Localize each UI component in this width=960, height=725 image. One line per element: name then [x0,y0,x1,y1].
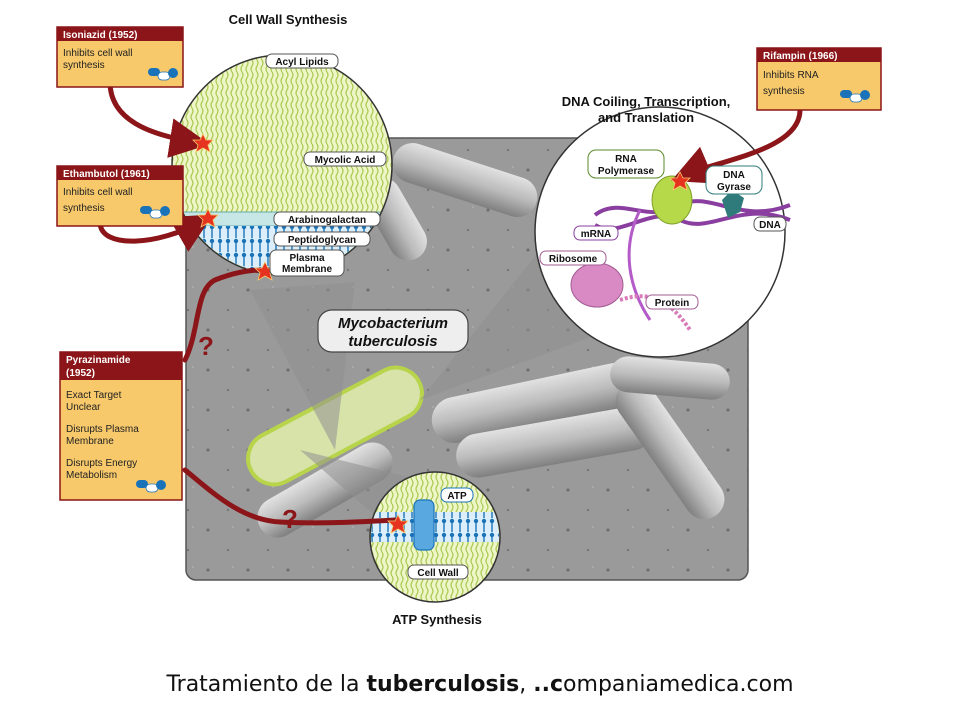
dna-section-title-line2: and Translation [598,110,694,125]
source-caption: Tratamiento de la tuberculosis, ..compan… [0,672,960,697]
dna-section-title-line1: DNA Coiling, Transcription, [562,94,731,109]
rna-polymerase-label-line2: Polymerase [598,166,655,177]
caption-bold-term: tuberculosis [366,672,520,697]
unknown-mark: ? [198,331,214,361]
mycolic-acid-label: Mycolic Acid [315,155,376,166]
pyrazinamide-title-line1: Pyrazinamide [66,355,131,366]
cell-wall-section-title: Cell Wall Synthesis [229,12,348,27]
organism-name-line2: tuberculosis [348,333,437,350]
isoniazid-desc-line2: synthesis [63,60,105,71]
rna-polymerase-label-line1: RNA [615,154,637,165]
organism-name-line1: Mycobacterium [338,315,448,332]
dna-gyrase-label-line2: Gyrase [717,182,751,193]
dna-magnification [534,106,791,358]
drug-box-rifampin: Rifampin (1966) Inhibits RNA synthesis [756,47,882,111]
atp-section-title: ATP Synthesis [392,612,482,627]
drug-box-pyrazinamide: Pyrazinamide (1952) Exact Target Unclear… [59,351,183,501]
caption-source: ompaniamedica.com [563,672,794,697]
atp-synthase-shape [413,499,435,551]
dna-gyrase-shape [722,190,744,218]
pill-icon [140,206,170,219]
ribosome-shape [570,262,624,308]
cell-wall-small-label: Cell Wall [417,568,459,579]
mrna-strand [627,209,652,321]
dna-label: DNA [759,220,781,231]
isoniazid-title: Isoniazid (1952) [63,30,137,41]
pill-icon [840,90,870,103]
atp-labels: ATP Cell Wall [407,487,474,580]
rna-polymerase-shape [651,175,693,225]
target-markers [192,133,691,534]
mrna-label: mRNA [581,229,612,240]
atp-magnification [369,471,501,603]
dna-labels: RNA Polymerase DNA Gyrase DNA mRNA Ribos… [539,149,787,310]
peptidoglycan-label: Peptidoglycan [288,235,356,246]
ribosome-label: Ribosome [549,254,598,265]
isoniazid-desc-line1: Inhibits cell wall [63,48,132,59]
arabinogalactan-label: Arabinogalactan [288,215,366,226]
acyl-lipids-label: Acyl Lipids [275,57,329,68]
caption-separator: , [519,672,534,697]
unknown-mark: ? [282,504,298,534]
plasma-membrane-label-line2: Membrane [282,264,332,275]
pyrazinamide-desc-line: Metabolism [66,470,117,481]
drug-arrows [97,79,803,526]
pill-icon [148,68,178,81]
rifampin-desc-line1: Inhibits RNA [763,70,819,81]
pyrazinamide-desc-line: Disrupts Energy [66,458,137,469]
protein-label: Protein [655,298,689,309]
ethambutol-desc-line2: synthesis [63,203,105,214]
pill-icon [136,480,166,493]
rifampin-desc-line2: synthesis [763,86,805,97]
ethambutol-desc-line1: Inhibits cell wall [63,187,132,198]
drug-box-isoniazid: Isoniazid (1952) Inhibits cell wall synt… [56,26,184,88]
cell-wall-labels: Acyl Lipids Mycolic Acid Arabinogalactan… [265,53,387,277]
pyrazinamide-desc-line: Unclear [66,402,101,413]
pyrazinamide-title-line2: (1952) [66,368,95,379]
pyrazinamide-desc-line: Exact Target [66,390,122,401]
atp-label: ATP [447,491,467,502]
caption-bold-prefix: ..c [533,672,564,697]
drug-box-ethambutol: Ethambutol (1961) Inhibits cell wall syn… [56,165,184,227]
rifampin-title: Rifampin (1966) [763,51,837,62]
pyrazinamide-desc-line: Membrane [66,436,114,447]
ethambutol-title: Ethambutol (1961) [63,169,150,180]
caption-prefix: Tratamiento de la [166,672,367,697]
organism-label: Mycobacterium tuberculosis [317,309,469,353]
dna-gyrase-label-line1: DNA [723,170,745,181]
pyrazinamide-desc-line: Disrupts Plasma [66,424,139,435]
plasma-membrane-label-line1: Plasma [289,253,324,264]
